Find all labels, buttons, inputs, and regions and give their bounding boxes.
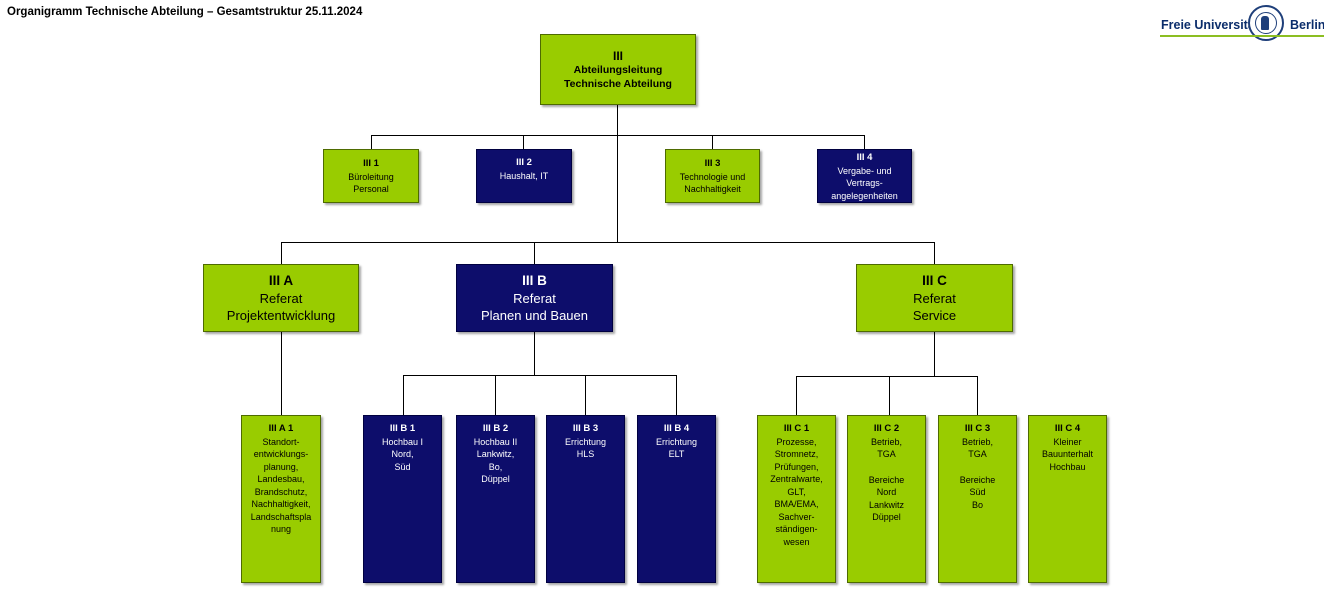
unit-label: Referat Planen und Bauen [481, 291, 588, 323]
unit-code: III B [522, 273, 547, 288]
unit-code: III A 1 [268, 423, 294, 434]
unit-code: III C 4 [1054, 423, 1081, 434]
unit-iii-a-1: III A 1 Standort- entwicklungs- planung,… [241, 415, 321, 583]
unit-label: Errichtung ELT [655, 436, 698, 460]
unit-iii-b-4: III B 4 Errichtung ELT [637, 415, 716, 583]
unit-label: Hochbau II Lankwitz, Bo, Düppel [473, 436, 518, 485]
unit-label: Kleiner Bauunterhalt Hochbau [1041, 436, 1094, 472]
unit-iii-2: III 2 Haushalt, IT [476, 149, 572, 203]
unit-label: Betrieb, TGA [870, 436, 903, 460]
unit-code: III 2 [516, 157, 532, 168]
unit-label: Betrieb, TGA [961, 436, 994, 460]
unit-iii-c-4: III C 4 Kleiner Bauunterhalt Hochbau [1028, 415, 1107, 583]
unit-label: Haushalt, IT [499, 170, 549, 181]
unit-iii-c-3: III C 3 Betrieb, TGA Bereiche Süd Bo [938, 415, 1017, 583]
unit-code: III 4 [856, 152, 873, 163]
logo-text-right: Berlin [1290, 18, 1324, 32]
unit-code: III C 2 [873, 423, 900, 434]
unit-label: Abteilungsleitung Technische Abteilung [564, 63, 672, 90]
unit-iii-b-3: III B 3 Errichtung HLS [546, 415, 625, 583]
unit-code: III B 1 [389, 423, 416, 434]
unit-label-secondary: Bereiche Nord Lankwitz Düppel [868, 474, 905, 523]
unit-code: III [612, 48, 623, 63]
unit-iii-a: III A Referat Projektentwicklung [203, 264, 359, 332]
unit-code: III B 2 [482, 423, 509, 434]
unit-label: Büroleitung Personal [348, 171, 394, 195]
unit-iii-c: III C Referat Service [856, 264, 1013, 332]
unit-label-secondary: Bereiche Süd Bo [959, 474, 996, 510]
unit-code: III B 4 [663, 423, 690, 434]
unit-code: III A [268, 273, 294, 288]
unit-iii-1: III 1 Büroleitung Personal [323, 149, 419, 203]
unit-code: III 3 [704, 158, 721, 170]
unit-iii-b-2: III B 2 Hochbau II Lankwitz, Bo, Düppel [456, 415, 535, 583]
unit-label: Vergabe- und Vertrags- angelegenheiten [831, 165, 898, 201]
unit-iii-abteilungsleitung: III Abteilungsleitung Technische Abteilu… [540, 34, 696, 105]
unit-label: Standort- entwicklungs- planung, Landesb… [250, 436, 312, 535]
unit-iii-3: III 3 Technologie und Nachhaltigkeit [665, 149, 760, 203]
unit-iii-4: III 4 Vergabe- und Vertrags- angelegenhe… [817, 149, 912, 203]
unit-label: Prozesse, Stromnetz, Prüfungen, Zentralw… [770, 436, 823, 547]
logo-underline [1160, 35, 1324, 37]
unit-iii-b: III B Referat Planen und Bauen [456, 264, 613, 332]
unit-label: Referat Service [912, 291, 957, 323]
unit-iii-c-1: III C 1 Prozesse, Stromnetz, Prüfungen, … [757, 415, 836, 583]
unit-label: Technologie und Nachhaltigkeit [679, 171, 746, 195]
unit-iii-c-2: III C 2 Betrieb, TGA Bereiche Nord Lankw… [847, 415, 926, 583]
university-logo: Freie Universität Berlin [1158, 5, 1324, 43]
unit-label: Errichtung HLS [564, 436, 607, 460]
unit-code: III C 1 [783, 423, 810, 434]
unit-code: III B 3 [572, 423, 599, 434]
page-title: Organigramm Technische Abteilung – Gesam… [7, 6, 363, 18]
logo-text-left: Freie Universität [1161, 18, 1259, 32]
unit-label: Referat Projektentwicklung [226, 291, 336, 323]
unit-code: III C [922, 273, 947, 288]
unit-label: Hochbau I Nord, Süd [381, 436, 424, 472]
unit-code: III 1 [363, 158, 379, 170]
unit-iii-b-1: III B 1 Hochbau I Nord, Süd [363, 415, 442, 583]
unit-code: III C 3 [964, 423, 991, 434]
